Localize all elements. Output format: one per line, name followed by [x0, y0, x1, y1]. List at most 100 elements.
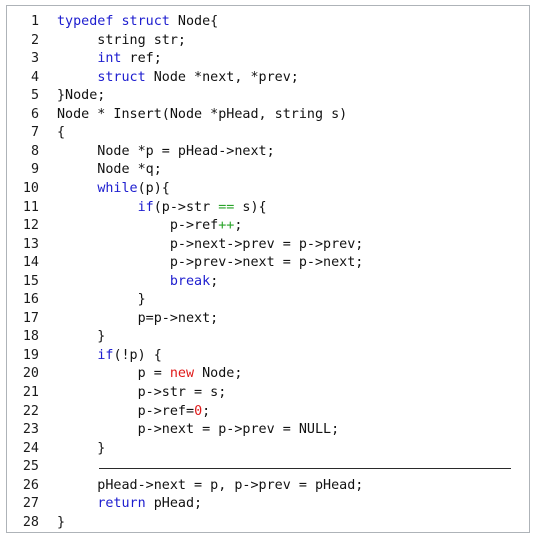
line-number: 6 — [30, 106, 39, 122]
code-text: break; — [57, 273, 218, 291]
code-token: Node * Insert(Node *pHead, string s) — [57, 106, 348, 122]
line-number: 22 — [22, 403, 39, 419]
code-line: 24 } — [7, 440, 529, 458]
code-token: } — [57, 514, 66, 530]
code-line: 14 p->prev->next = p->next; — [7, 254, 529, 272]
code-token: p=p->next; — [57, 310, 219, 326]
code-token: Node *q; — [57, 162, 162, 178]
line-number: 18 — [22, 329, 39, 345]
code-token: if — [97, 347, 114, 363]
code-token: Node *next, *prev; — [145, 69, 299, 85]
code-line: 20 p = new Node; — [7, 365, 529, 383]
line-number: 23 — [22, 422, 39, 438]
code-line: 11 if(p->str == s){ — [7, 199, 529, 217]
code-token — [57, 200, 138, 215]
code-line: 5}Node; — [7, 87, 529, 105]
code-text: p->next->prev = p->prev; — [57, 236, 364, 254]
code-token: int — [97, 51, 122, 67]
code-token: ++ — [218, 218, 235, 234]
code-line: 22 p->ref=0; — [7, 403, 529, 421]
code-line: 3 int ref; — [7, 50, 529, 68]
code-token: (!p) { — [113, 347, 162, 363]
code-token — [57, 181, 97, 196]
line-number: 24 — [22, 440, 39, 456]
line-number: 14 — [22, 255, 39, 271]
line-number: 1 — [30, 14, 39, 29]
line-number: 4 — [30, 69, 39, 85]
code-text: Node *q; — [57, 161, 162, 179]
code-token: ; — [234, 218, 243, 234]
line-number: 15 — [22, 273, 39, 289]
code-text: struct Node *next, *prev; — [57, 69, 299, 87]
code-token: break — [169, 273, 211, 289]
code-line: 4 struct Node *next, *prev; — [7, 69, 529, 87]
code-line: 19 if(!p) { — [7, 347, 529, 365]
code-token — [57, 70, 97, 85]
code-line: 12 p->ref++; — [7, 217, 529, 235]
code-token: pHead; — [145, 496, 203, 512]
code-token: s){ — [234, 199, 267, 215]
line-number: 20 — [22, 366, 39, 382]
code-token: if — [137, 199, 154, 215]
code-line: 18 } — [7, 328, 529, 346]
line-number: 26 — [22, 477, 39, 493]
code-line: 21 p->str = s; — [7, 384, 529, 402]
code-line: 13 p->next->prev = p->prev; — [7, 236, 529, 254]
code-line: 16 } — [7, 291, 529, 309]
line-number: 2 — [30, 32, 39, 48]
code-line: 25 — [7, 458, 529, 476]
code-token: 0 — [194, 403, 203, 419]
code-line: 10 while(p){ — [7, 180, 529, 198]
code-text: if(!p) { — [57, 347, 162, 365]
code-line: 27 return pHead; — [7, 495, 529, 513]
code-token: } — [57, 329, 106, 345]
code-text: p = new Node; — [57, 365, 243, 383]
code-line: 2 string str; — [7, 32, 529, 50]
code-token: == — [218, 199, 235, 215]
code-text: int ref; — [57, 50, 162, 68]
line-number: 25 — [22, 459, 39, 475]
code-token: (p->str — [153, 199, 219, 215]
code-token: p = — [57, 366, 170, 382]
code-token: p->next = p->prev = NULL; — [57, 422, 340, 438]
code-text: p->next = p->prev = NULL; — [57, 421, 340, 439]
code-text: p->prev->next = p->next; — [57, 254, 364, 272]
code-token: p->ref — [57, 218, 219, 234]
code-token: struct — [97, 69, 146, 85]
code-token — [57, 496, 97, 511]
separator-line — [99, 468, 511, 469]
code-text: pHead->next = p, p->prev = pHead; — [57, 477, 363, 495]
code-text: typedef struct Node{ — [57, 13, 218, 31]
code-line: 1 typedef struct Node{ — [7, 13, 529, 31]
code-text: p->str = s; — [57, 384, 227, 402]
line-number: 3 — [30, 51, 39, 67]
code-token: ; — [202, 403, 211, 419]
code-token: Node; — [194, 366, 243, 382]
code-token — [57, 348, 97, 363]
code-token: ref; — [121, 51, 162, 67]
code-token: Node *p = pHead->next; — [57, 143, 275, 159]
code-text: } — [57, 514, 65, 532]
code-line: 26 pHead->next = p, p->prev = pHead; — [7, 477, 529, 495]
code-token: while — [97, 180, 138, 196]
line-number: 10 — [22, 180, 39, 196]
line-number: 12 — [22, 218, 39, 234]
code-text: Node *p = pHead->next; — [57, 143, 275, 161]
code-text: p->ref=0; — [57, 403, 211, 421]
line-number: 7 — [30, 125, 39, 141]
code-token — [57, 274, 170, 289]
code-token: } — [57, 440, 106, 456]
code-line: 17 p=p->next; — [7, 310, 529, 328]
code-text: } — [57, 291, 146, 309]
code-text: string str; — [57, 32, 186, 50]
code-token: pHead->next = p, p->prev = pHead; — [57, 477, 364, 493]
code-token: p->next->prev = p->prev; — [57, 236, 364, 252]
code-token: }Node; — [57, 88, 106, 104]
line-number: 11 — [22, 199, 39, 215]
code-line: 28} — [7, 514, 529, 532]
code-line: 8 Node *p = pHead->next; — [7, 143, 529, 161]
code-token: ; — [210, 273, 219, 289]
code-token: { — [57, 125, 66, 141]
code-line: 23 p->next = p->prev = NULL; — [7, 421, 529, 439]
